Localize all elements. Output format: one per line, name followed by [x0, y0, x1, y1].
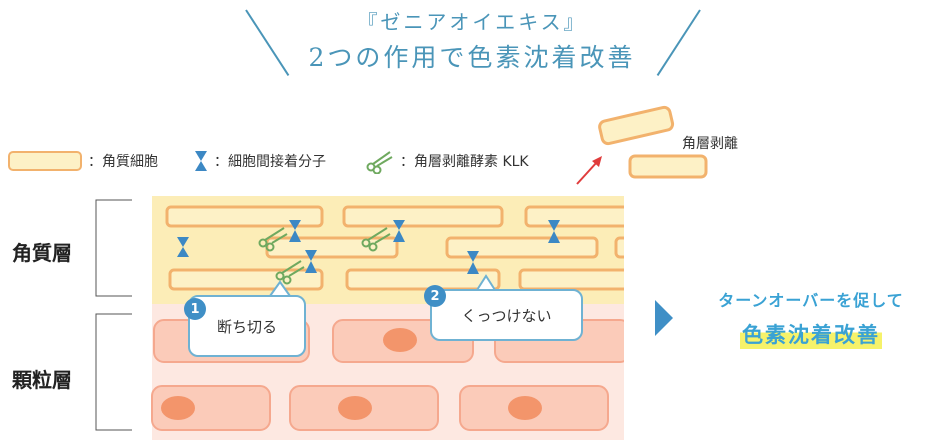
legend-enzyme: ：角層剥離酵素 KLK: [366, 148, 529, 174]
legend-corneocyte: ：角質細胞: [8, 148, 158, 174]
granular-layer-bracket: [95, 313, 132, 431]
result-line1: ターンオーバーを促して: [718, 291, 904, 310]
callout-cut: 断ち切る: [188, 295, 306, 357]
scissors-icon: [258, 227, 288, 252]
callout-cut-badge: 1: [184, 298, 206, 320]
adhesion-molecule-icon: [305, 250, 317, 273]
legend-adhesion-label: ：細胞間接着分子: [214, 154, 326, 170]
stratum-corneum-bracket: [95, 199, 132, 297]
result-box: ターンオーバーを促して 色素沈着改善: [686, 287, 936, 349]
scissors-icon: [361, 227, 391, 252]
title-line2: 2つの作用で色素沈着改善: [308, 43, 636, 72]
adhesion-molecule-icon: [548, 220, 560, 243]
red-arrow-icon: [576, 156, 602, 185]
nucleus: [383, 328, 417, 352]
nucleus: [161, 396, 195, 420]
corneocyte-cell: [165, 205, 324, 228]
play-arrow-icon: [655, 300, 673, 336]
result-line2: 色素沈着改善: [740, 319, 882, 349]
corneocyte-cell: [524, 205, 638, 228]
callout-1-tail: [269, 280, 291, 297]
granular-layer-label: 顆粒層: [12, 368, 72, 392]
detach-label: 角層剥離: [682, 136, 738, 152]
nucleus: [338, 396, 372, 420]
corneocyte-cell: [342, 205, 504, 228]
corneocyte-swatch: [8, 151, 82, 171]
scissors-icon: [275, 260, 305, 285]
adhesion-molecule-icon: [393, 220, 405, 242]
callout-no-stick: くっつけない: [430, 289, 583, 341]
detached-cell: [598, 105, 675, 146]
callout-cut-text: 断ち切る: [216, 317, 277, 336]
corneocyte-cell: [168, 268, 324, 291]
corneocyte-cell: [345, 268, 501, 291]
nucleus: [508, 396, 542, 420]
title-area: 『ゼニアオイエキス』 2つの作用で色素沈着改善: [0, 0, 944, 90]
callout-no-stick-text: くっつけない: [461, 306, 552, 325]
detached-cell: [628, 154, 708, 179]
adhesion-molecule-icon: [195, 151, 207, 171]
callout-2-tail: [476, 274, 496, 291]
title-line1: 『ゼニアオイエキス』: [357, 10, 587, 34]
adhesion-molecule-icon: [177, 237, 189, 257]
legend-enzyme-label: ：角層剥離酵素 KLK: [400, 154, 529, 170]
legend-adhesion: ：細胞間接着分子: [194, 148, 326, 174]
callout-no-stick-badge: 2: [424, 285, 446, 307]
adhesion-molecule-icon: [467, 251, 479, 274]
stratum-corneum-label: 角質層: [12, 241, 72, 265]
corneocyte-cell: [518, 268, 638, 291]
adhesion-molecule-icon: [289, 220, 301, 242]
scissors-icon: [366, 151, 393, 174]
diagram-right-mask-lower: [624, 300, 654, 440]
legend-corneocyte-label: ：角質細胞: [88, 154, 158, 170]
